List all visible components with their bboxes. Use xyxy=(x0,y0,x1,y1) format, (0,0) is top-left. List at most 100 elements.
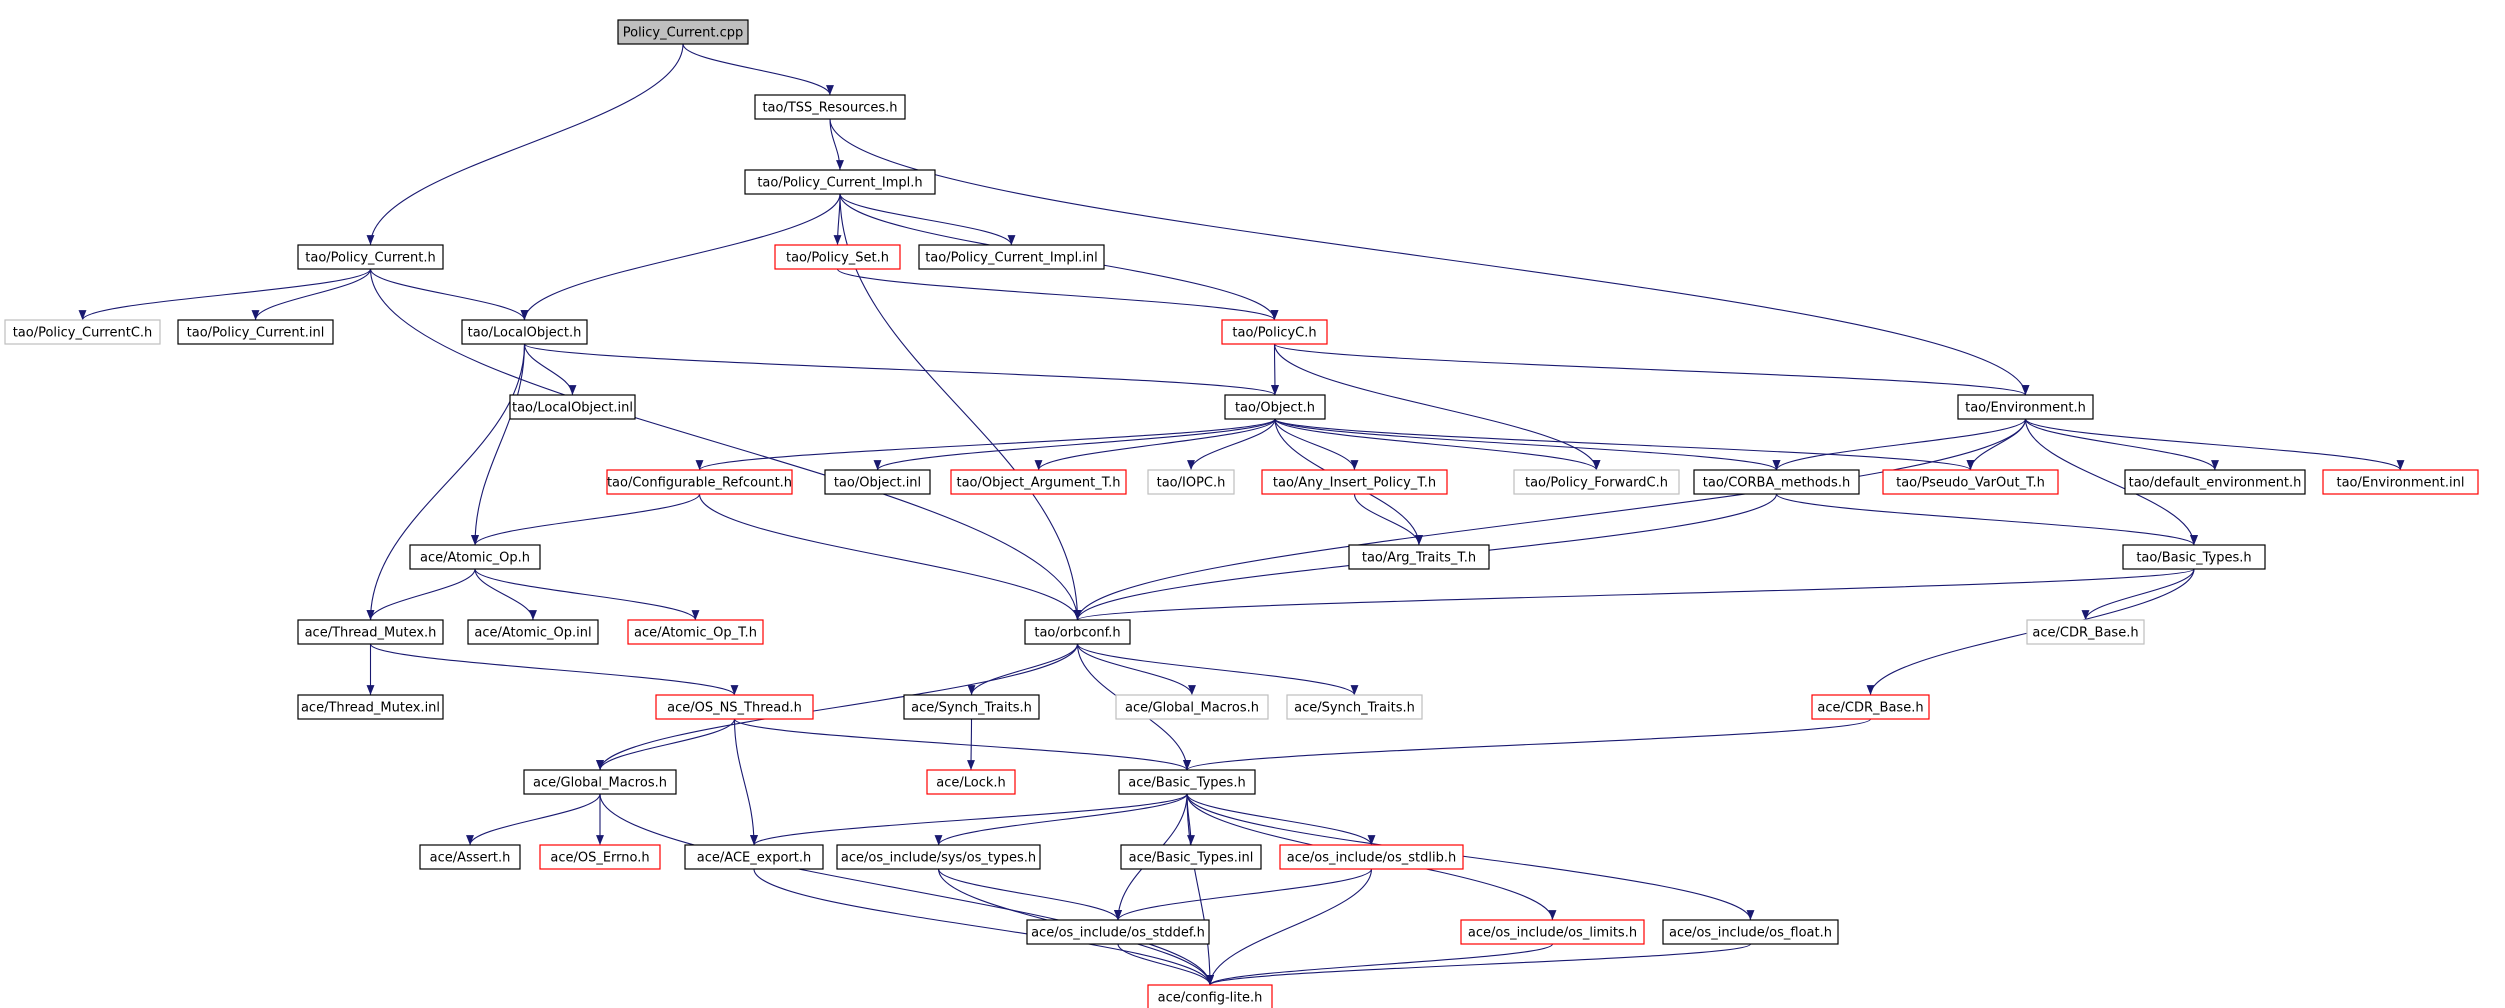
node-global_macros_h_ext[interactable]: ace/Global_Macros.h xyxy=(1115,694,1269,720)
node-global_macros_h[interactable]: ace/Global_Macros.h xyxy=(523,769,677,795)
node-box xyxy=(774,244,901,270)
node-box xyxy=(1286,694,1423,720)
node-label: tao/Object.inl xyxy=(834,476,921,491)
edge-environment_h-to-orbconf_h xyxy=(1073,418,2027,621)
node-config_lite_h[interactable]: ace/config-lite.h xyxy=(1147,984,1273,1008)
node-box xyxy=(1957,394,2094,420)
node-label: tao/Pseudo_VarOut_T.h xyxy=(1896,476,2045,491)
node-root[interactable]: Policy_Current.cpp xyxy=(617,19,749,45)
node-label: tao/Environment.h xyxy=(1965,401,2086,416)
node-box xyxy=(1513,469,1680,495)
node-box xyxy=(1279,844,1464,870)
edge-os_float_h-to-config_lite_h xyxy=(1206,943,1752,986)
node-assert_h[interactable]: ace/Assert.h xyxy=(419,844,521,870)
node-ace_export_h[interactable]: ace/ACE_export.h xyxy=(684,844,824,870)
node-synch_traits_h_ext[interactable]: ace/Synch_Traits.h xyxy=(1286,694,1423,720)
node-localobject_inl[interactable]: tao/LocalObject.inl xyxy=(509,394,636,420)
node-atomic_op_h[interactable]: ace/Atomic_Op.h xyxy=(409,544,541,570)
edge-ace_basic_types_h-to-os_stdlib_h xyxy=(1186,793,1376,846)
node-box xyxy=(1115,694,1269,720)
edge-pc_impl_h-to-pc_impl_inl xyxy=(839,193,1016,246)
node-os_ns_thread_h[interactable]: ace/OS_NS_Thread.h xyxy=(655,694,814,720)
node-os_stdlib_h[interactable]: ace/os_include/os_stdlib.h xyxy=(1279,844,1464,870)
edge-orbconf_h-to-global_macros_h_ext xyxy=(1076,643,1196,696)
edge-ace_export_h-to-config_lite_h xyxy=(753,868,1214,986)
node-os_limits_h[interactable]: ace/os_include/os_limits.h xyxy=(1460,919,1645,945)
edge-object_h-to-object_inl xyxy=(873,418,1276,471)
node-label: ace/Atomic_Op_T.h xyxy=(634,626,757,641)
node-label: tao/LocalObject.inl xyxy=(512,401,633,416)
node-label: ace/Thread_Mutex.h xyxy=(305,626,437,641)
node-box xyxy=(539,844,661,870)
node-os_stddef_h[interactable]: ace/os_include/os_stddef.h xyxy=(1026,919,1210,945)
edge-os_stdlib_h-to-os_stddef_h xyxy=(1114,868,1373,921)
node-pc_impl_inl[interactable]: tao/Policy_Current_Impl.inl xyxy=(918,244,1105,270)
edge-os_sys_types_h-to-os_stddef_h xyxy=(937,868,1122,921)
node-synch_traits_h[interactable]: ace/Synch_Traits.h xyxy=(903,694,1040,720)
node-default_environment_h[interactable]: tao/default_environment.h xyxy=(2124,469,2306,495)
node-pseudo_varout_t_h[interactable]: tao/Pseudo_VarOut_T.h xyxy=(1882,469,2059,495)
node-environment_inl[interactable]: tao/Environment.inl xyxy=(2322,469,2479,495)
node-ace_basic_types_h[interactable]: ace/Basic_Types.h xyxy=(1118,769,1256,795)
node-box xyxy=(926,769,1016,795)
node-policyc_h[interactable]: tao/PolicyC.h xyxy=(1221,319,1328,345)
node-lock_h[interactable]: ace/Lock.h xyxy=(926,769,1016,795)
edge-global_macros_h-to-config_lite_h xyxy=(599,793,1214,986)
node-thread_mutex_h[interactable]: ace/Thread_Mutex.h xyxy=(297,619,444,645)
node-box xyxy=(1221,319,1328,345)
node-object_argument_t_h[interactable]: tao/Object_Argument_T.h xyxy=(950,469,1127,495)
node-localobject_h[interactable]: tao/LocalObject.h xyxy=(461,319,588,345)
node-tao_basic_types_h[interactable]: tao/Basic_Types.h xyxy=(2122,544,2266,570)
node-box xyxy=(1024,619,1131,645)
node-box xyxy=(1224,394,1326,420)
node-os_float_h[interactable]: ace/os_include/os_float.h xyxy=(1662,919,1839,945)
node-box xyxy=(2124,469,2306,495)
node-configurable_refcount_h[interactable]: tao/Configurable_Refcount.h xyxy=(606,469,793,495)
node-environment_h[interactable]: tao/Environment.h xyxy=(1957,394,2094,420)
edge-tao_basic_types_h-to-orbconf_h xyxy=(1074,568,2195,621)
edge-policy_current_h-to-orbconf_h xyxy=(369,268,1082,621)
node-corba_methods_h[interactable]: tao/CORBA_methods.h xyxy=(1693,469,1860,495)
edge-policyc_h-to-object_h xyxy=(1271,343,1279,396)
node-os_errno_h[interactable]: ace/OS_Errno.h xyxy=(539,844,661,870)
node-pc_impl_h[interactable]: tao/Policy_Current_Impl.h xyxy=(744,169,936,195)
node-policy_forwardc_h[interactable]: tao/Policy_ForwardC.h xyxy=(1513,469,1680,495)
node-label: ace/Assert.h xyxy=(430,851,511,866)
node-thread_mutex_inl[interactable]: ace/Thread_Mutex.inl xyxy=(297,694,444,720)
node-iopc_h[interactable]: tao/IOPC.h xyxy=(1147,469,1235,495)
node-label: ace/Atomic_Op.h xyxy=(420,551,530,566)
node-label: tao/Policy_Current_Impl.inl xyxy=(925,251,1098,266)
node-box xyxy=(918,244,1105,270)
node-label: tao/TSS_Resources.h xyxy=(762,101,897,116)
node-policy_set_h[interactable]: tao/Policy_Set.h xyxy=(774,244,901,270)
edge-object_h-to-corba_methods_h xyxy=(1274,418,1781,471)
node-label: tao/Policy_Current.inl xyxy=(187,326,325,341)
edge-cdr_base_h-to-ace_basic_types_h xyxy=(1183,718,1872,771)
node-cdr_base_h[interactable]: ace/CDR_Base.h xyxy=(1811,694,1930,720)
node-cdr_base_h_ext[interactable]: ace/CDR_Base.h xyxy=(2026,619,2145,645)
node-tss_resources[interactable]: tao/TSS_Resources.h xyxy=(754,94,906,120)
node-orbconf_h[interactable]: tao/orbconf.h xyxy=(1024,619,1131,645)
node-label: ace/OS_NS_Thread.h xyxy=(667,701,802,716)
node-basic_types_inl[interactable]: ace/Basic_Types.inl xyxy=(1120,844,1262,870)
node-atomic_op_inl[interactable]: ace/Atomic_Op.inl xyxy=(467,619,599,645)
node-arg_traits_t_h[interactable]: tao/Arg_Traits_T.h xyxy=(1348,544,1490,570)
node-object_inl[interactable]: tao/Object.inl xyxy=(824,469,931,495)
node-label: ace/OS_Errno.h xyxy=(550,851,649,866)
node-atomic_op_t_h[interactable]: ace/Atomic_Op_T.h xyxy=(627,619,764,645)
node-object_h[interactable]: tao/Object.h xyxy=(1224,394,1326,420)
node-policy_currentc_h[interactable]: tao/Policy_CurrentC.h xyxy=(4,319,161,345)
node-os_sys_types_h[interactable]: ace/os_include/sys/os_types.h xyxy=(836,844,1041,870)
node-box xyxy=(1147,469,1235,495)
node-label: ace/os_include/os_float.h xyxy=(1669,926,1832,941)
edge-object_h-to-iopc_h xyxy=(1187,418,1276,471)
node-policy_current_inl[interactable]: tao/Policy_Current.inl xyxy=(177,319,334,345)
edge-pc_impl_h-to-localobject_h xyxy=(520,193,841,321)
node-any_insert_policy_t_h[interactable]: tao/Any_Insert_Policy_T.h xyxy=(1261,469,1448,495)
node-label: ace/Global_Macros.h xyxy=(1125,701,1259,716)
node-label: ace/os_include/os_stddef.h xyxy=(1031,926,1205,941)
node-policy_current_h[interactable]: tao/Policy_Current.h xyxy=(297,244,444,270)
node-label: tao/LocalObject.h xyxy=(468,326,582,341)
node-label: tao/default_environment.h xyxy=(2129,476,2302,491)
